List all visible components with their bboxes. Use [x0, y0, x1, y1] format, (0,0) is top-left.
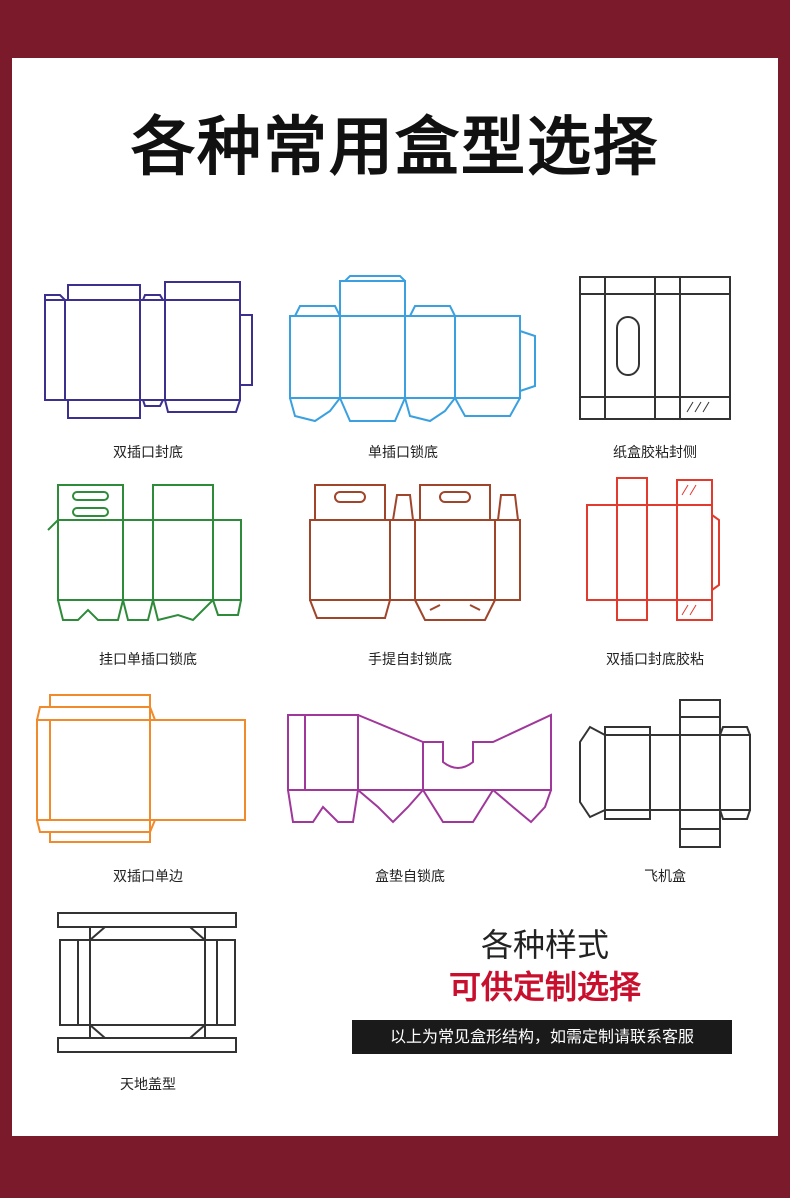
- box-label: 双插口封底: [113, 445, 183, 461]
- contact-notice-banner: 以上为常见盒形结构，如需定制请联系客服: [352, 1020, 732, 1054]
- box-label: 天地盖型: [120, 1077, 176, 1093]
- box-diagram-handle-lock-bottom: [305, 480, 525, 625]
- box-label: 手提自封锁底: [368, 652, 452, 668]
- box-label: 双插口单边: [113, 869, 183, 885]
- box-diagram-lid-base: [55, 905, 240, 1060]
- box-diagram-glued-side: [575, 272, 735, 427]
- box-label: 单插口锁底: [368, 445, 438, 461]
- box-diagram-double-tuck-bottom: [40, 280, 255, 422]
- box-label: 纸盒胶粘封侧: [613, 445, 697, 461]
- promo-headline: 各种样式: [480, 926, 609, 964]
- box-label: 双插口封底胶粘: [606, 652, 704, 668]
- promo-subheadline: 可供定制选择: [448, 968, 641, 1006]
- box-label: 盒垫自锁底: [375, 869, 445, 885]
- box-label: 飞机盒: [644, 869, 686, 885]
- box-diagram-double-tuck-single-side: [35, 692, 250, 847]
- box-label: 挂口单插口锁底: [99, 652, 197, 668]
- box-diagram-pad-lock-bottom: [283, 712, 555, 830]
- box-diagram-mailer-box: [575, 697, 753, 852]
- page-title: 各种常用盒型选择: [131, 111, 659, 185]
- box-diagram-hang-tab-lock-bottom: [47, 480, 248, 630]
- content-card: [12, 58, 778, 1136]
- box-diagram-single-tuck-lock-bottom: [285, 275, 540, 426]
- box-diagram-double-tuck-glued: [582, 475, 722, 625]
